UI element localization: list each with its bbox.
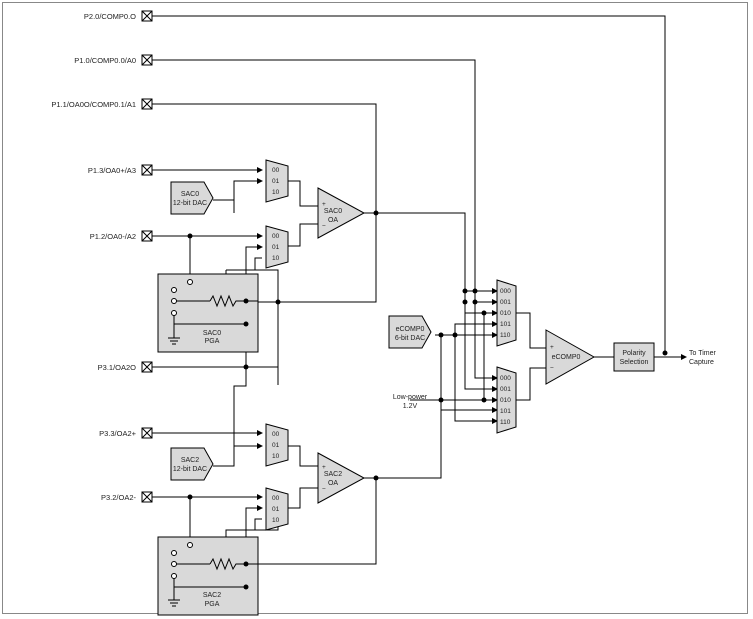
pin-label: P2.0/COMP0.O	[84, 12, 136, 21]
pin-p3-1: P3.1/OA2O	[98, 361, 153, 373]
mux-code: 00	[272, 495, 280, 502]
ground-icon	[168, 324, 180, 345]
pin-x-icon	[141, 427, 153, 439]
ecomp-comparator: + − eCOMP0	[545, 329, 596, 385]
ecomp-comparator-label: eCOMP0	[552, 354, 581, 361]
mux-code: 10	[272, 189, 280, 196]
mux-code: 010	[500, 397, 511, 404]
ecomp-dac: eCOMP0 6-bit DAC	[388, 315, 432, 349]
pin-label: P3.2/OA2-	[101, 493, 137, 502]
mux-code: 00	[272, 233, 280, 240]
sac2-dac-sublabel: 12-bit DAC	[173, 466, 207, 473]
mux-code: 10	[272, 517, 280, 524]
pin-label: P3.3/OA2+	[99, 429, 137, 438]
polarity-label: Polarity	[622, 350, 646, 357]
mux-code: 01	[272, 244, 280, 251]
sac0-oa-sublabel: OA	[328, 217, 338, 224]
sac0-oa-label: SAC0	[324, 208, 342, 215]
sac2-dac: SAC2 12-bit DAC	[170, 447, 214, 481]
sac0-pga-label: SAC0	[203, 330, 221, 337]
sac0-mux-positive: 00 01 10	[265, 159, 289, 203]
pin-p2-0: P2.0/COMP0.O	[84, 10, 153, 22]
minus-sign: −	[322, 223, 326, 230]
plus-sign: +	[322, 201, 326, 208]
pin-p1-2: P1.2/OA0-/A2	[90, 230, 153, 242]
sac2-dac-label: SAC2	[181, 457, 199, 464]
sac0-dac-sublabel: 12-bit DAC	[173, 200, 207, 207]
sac2-opamp: + − SAC2 OA	[317, 452, 366, 504]
pin-label: P3.1/OA2O	[98, 363, 137, 372]
ecomp-dac-sublabel: 6-bit DAC	[395, 335, 425, 342]
pin-x-icon	[141, 230, 153, 242]
sac2-oa-sublabel: OA	[328, 480, 338, 487]
low-power-voltage: 1.2V	[403, 403, 418, 410]
pin-x-icon	[141, 491, 153, 503]
pin-p3-2: P3.2/OA2-	[101, 491, 153, 503]
timer-capture-output: To Timer Capture	[689, 350, 717, 366]
mux-code: 000	[500, 288, 511, 295]
plus-sign: +	[322, 464, 326, 471]
pin-p1-0: P1.0/COMP0.0/A0	[74, 54, 153, 66]
sac0-pga-sublabel: PGA	[205, 338, 220, 345]
sac2-pga: SAC2 PGA	[157, 536, 259, 616]
mux-code: 00	[272, 167, 280, 174]
sac0-dac: SAC0 12-bit DAC	[170, 181, 214, 215]
minus-sign: −	[322, 486, 326, 493]
mux-code: 10	[272, 453, 280, 460]
mux-code: 01	[272, 506, 280, 513]
pin-label: P1.1/OA0O/COMP0.1/A1	[51, 100, 136, 109]
junction-dots	[187, 210, 668, 500]
sac0-dac-label: SAC0	[181, 191, 199, 198]
mux-code: 001	[500, 299, 511, 306]
mux-code: 010	[500, 310, 511, 317]
mux-code: 00	[272, 431, 280, 438]
ecomp-dac-label: eCOMP0	[396, 326, 425, 333]
mux-code: 110	[500, 419, 511, 426]
sac0-pga: SAC0 PGA	[157, 273, 259, 353]
pin-x-icon	[141, 98, 153, 110]
sac2-mux-negative: 00 01 10	[265, 487, 289, 531]
mux-code: 01	[272, 178, 280, 185]
routing-wires	[152, 15, 687, 565]
sac0-opamp: + − SAC0 OA	[317, 187, 366, 239]
ecomp-mux-negative: 000 001 010 101 110	[496, 366, 517, 434]
sac2-mux-positive: 00 01 10	[265, 423, 289, 467]
low-power-label: Low-power	[393, 394, 428, 401]
sac2-pga-label: SAC2	[203, 592, 221, 599]
mux-code: 001	[500, 386, 511, 393]
pin-p1-1: P1.1/OA0O/COMP0.1/A1	[51, 98, 153, 110]
pin-x-icon	[141, 164, 153, 176]
mux-code: 101	[500, 408, 511, 415]
pin-label: P1.0/COMP0.0/A0	[74, 56, 136, 65]
sac0-mux-negative: 00 01 10	[265, 225, 289, 269]
polarity-selection: Polarity Selection	[613, 342, 655, 372]
pin-label: P1.2/OA0-/A2	[90, 232, 136, 241]
minus-sign: −	[550, 365, 554, 372]
diagram-border	[2, 2, 748, 614]
ecomp-mux-positive: 000 001 010 101 110	[496, 279, 517, 347]
pin-label: P1.3/OA0+/A3	[88, 166, 136, 175]
mux-code: 101	[500, 321, 511, 328]
low-power-reference: Low-power 1.2V	[393, 394, 428, 410]
pin-p3-3: P3.3/OA2+	[99, 427, 153, 439]
sac2-pga-sublabel: PGA	[205, 601, 220, 608]
mux-code: 10	[272, 255, 280, 262]
pin-x-icon	[141, 361, 153, 373]
pin-x-icon	[141, 10, 153, 22]
mux-code: 110	[500, 332, 511, 339]
mux-code: 01	[272, 442, 280, 449]
sac2-oa-label: SAC2	[324, 471, 342, 478]
pin-x-icon	[141, 54, 153, 66]
pin-p1-3: P1.3/OA0+/A3	[88, 164, 153, 176]
output-label: To Timer	[689, 350, 717, 357]
plus-sign: +	[550, 344, 554, 351]
mux-code: 000	[500, 375, 511, 382]
output-sublabel: Capture	[689, 359, 714, 366]
ground-icon	[168, 587, 180, 607]
polarity-sublabel: Selection	[620, 359, 649, 366]
